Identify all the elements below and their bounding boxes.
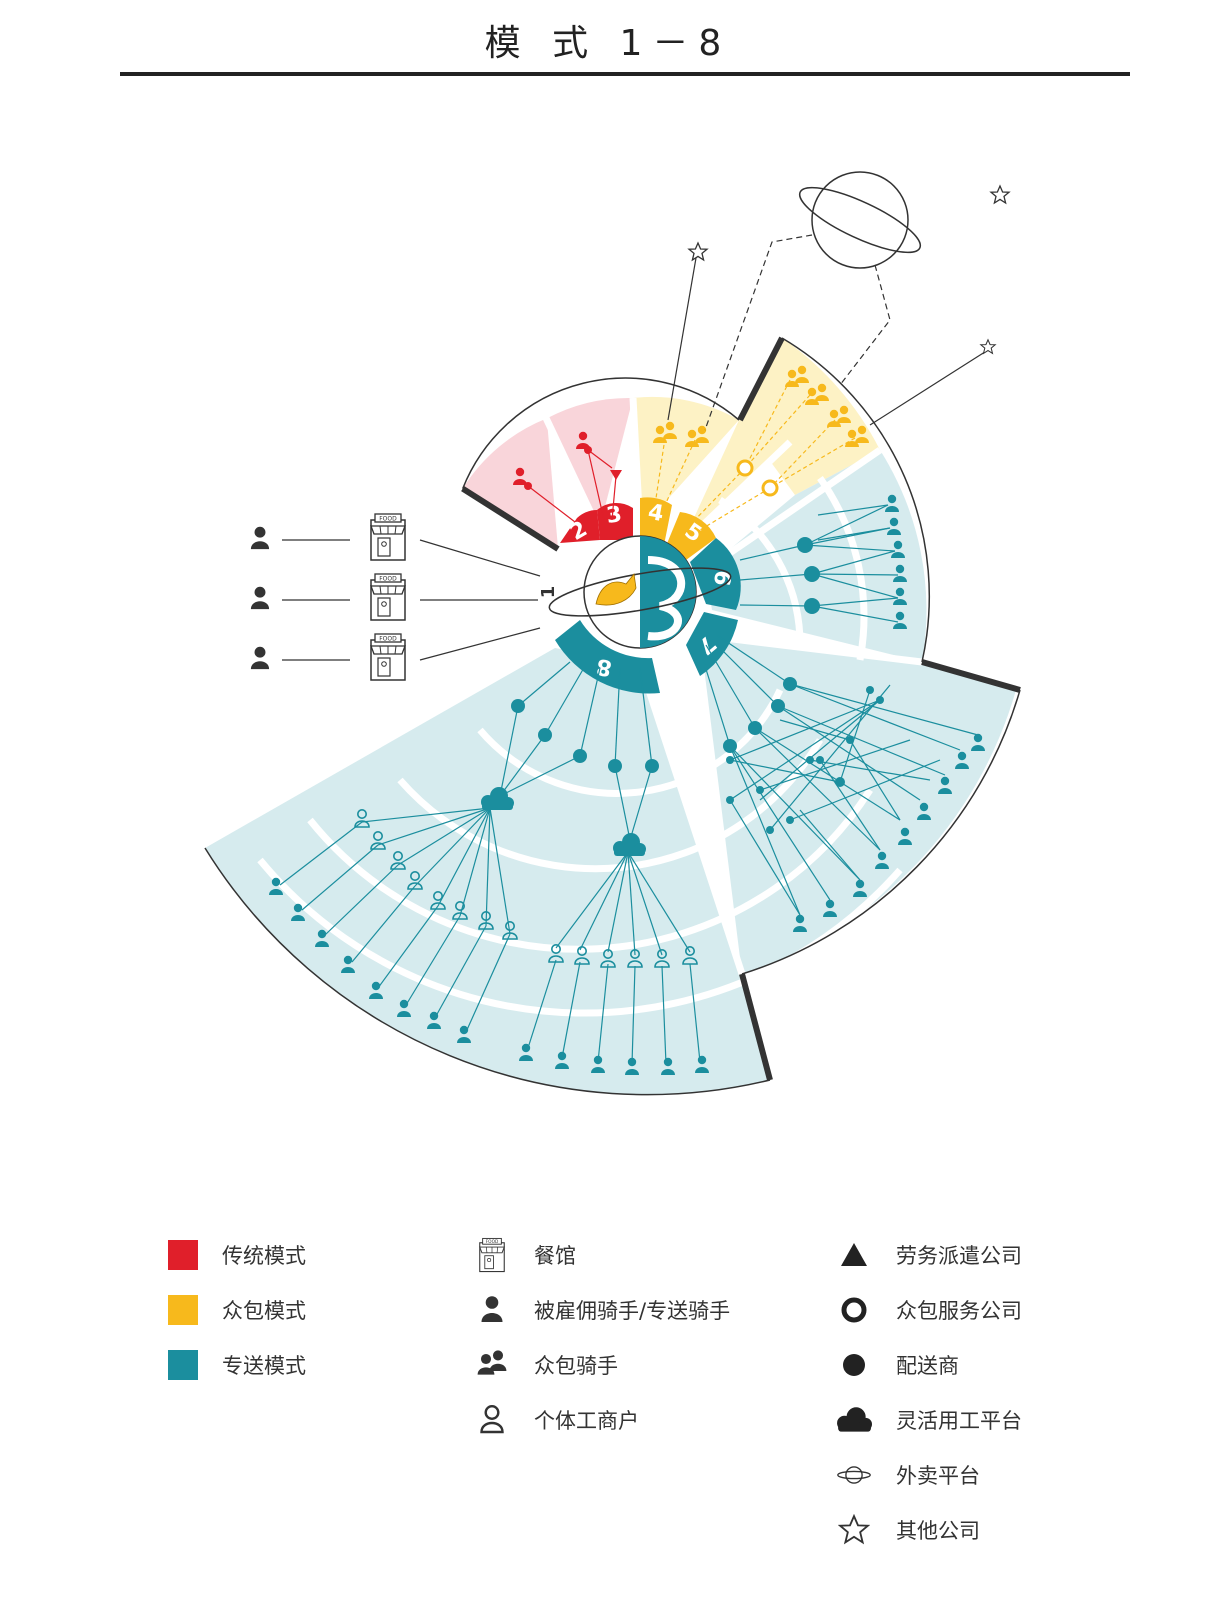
sector-traditional-3 [546, 397, 633, 530]
legend-crowd-service: 众包服务公司 [836, 1290, 1022, 1330]
yellow-swatch [168, 1295, 198, 1325]
title-rule [120, 72, 1130, 76]
legend-traditional: 传统模式 [168, 1235, 306, 1275]
mode-tabs [555, 497, 741, 694]
triangle-icon [836, 1237, 872, 1273]
mode8-network [269, 661, 709, 1075]
legend-labor-dispatch: 劳务派遣公司 [836, 1235, 1022, 1275]
modes-diagram: FOOD [204, 171, 1021, 1096]
planet-icon [836, 1457, 872, 1493]
sector-delivery-6 [705, 450, 927, 662]
page-title: 模 式 1－8 [484, 23, 732, 64]
legend-takeaway-platform: 外卖平台 [836, 1455, 980, 1495]
legend-rider: 被雇佣骑手/专送骑手 [474, 1290, 730, 1330]
segment-label-3: 3 [605, 502, 624, 529]
legend-crowdsource: 众包模式 [168, 1290, 306, 1330]
legend: 传统模式 众包模式 专送模式 餐馆 被雇佣骑手/专送骑手 众包骑手 个体工商户 [0, 1235, 1216, 1595]
cloud-icon [836, 1402, 872, 1438]
dot-icon [836, 1347, 872, 1383]
teal-swatch [168, 1350, 198, 1380]
mode1-restaurants [250, 513, 541, 681]
segment-label-1: 1 [538, 586, 559, 599]
legend-individual-business: 个体工商户 [474, 1400, 639, 1440]
restaurant-icon [474, 1237, 510, 1273]
crowd-rider-icon [474, 1347, 510, 1383]
segment-label-8: 8 [595, 653, 614, 680]
legend-distributor: 配送商 [836, 1345, 959, 1385]
legend-other-company: 其他公司 [836, 1510, 980, 1550]
individual-business-icon [474, 1402, 510, 1438]
mode6-network [739, 494, 907, 629]
mode2-3-nodes [513, 431, 622, 523]
legend-crowd-rider: 众包骑手 [474, 1345, 618, 1385]
mode7-network [699, 635, 985, 932]
takeaway-platform-planet [798, 171, 922, 269]
legend-restaurant: 餐馆 [474, 1235, 576, 1275]
ring-icon [836, 1292, 872, 1328]
segment-label-4: 4 [646, 500, 665, 527]
sector-traditional-2 [462, 418, 559, 550]
platform-center-logo [548, 535, 732, 649]
mode4-5-nodes [653, 365, 869, 531]
star-icon [836, 1512, 872, 1548]
rider-icon [474, 1292, 510, 1328]
legend-flex-platform: 灵活用工平台 [836, 1400, 1022, 1440]
red-swatch [168, 1240, 198, 1270]
legend-delivery: 专送模式 [168, 1345, 306, 1385]
